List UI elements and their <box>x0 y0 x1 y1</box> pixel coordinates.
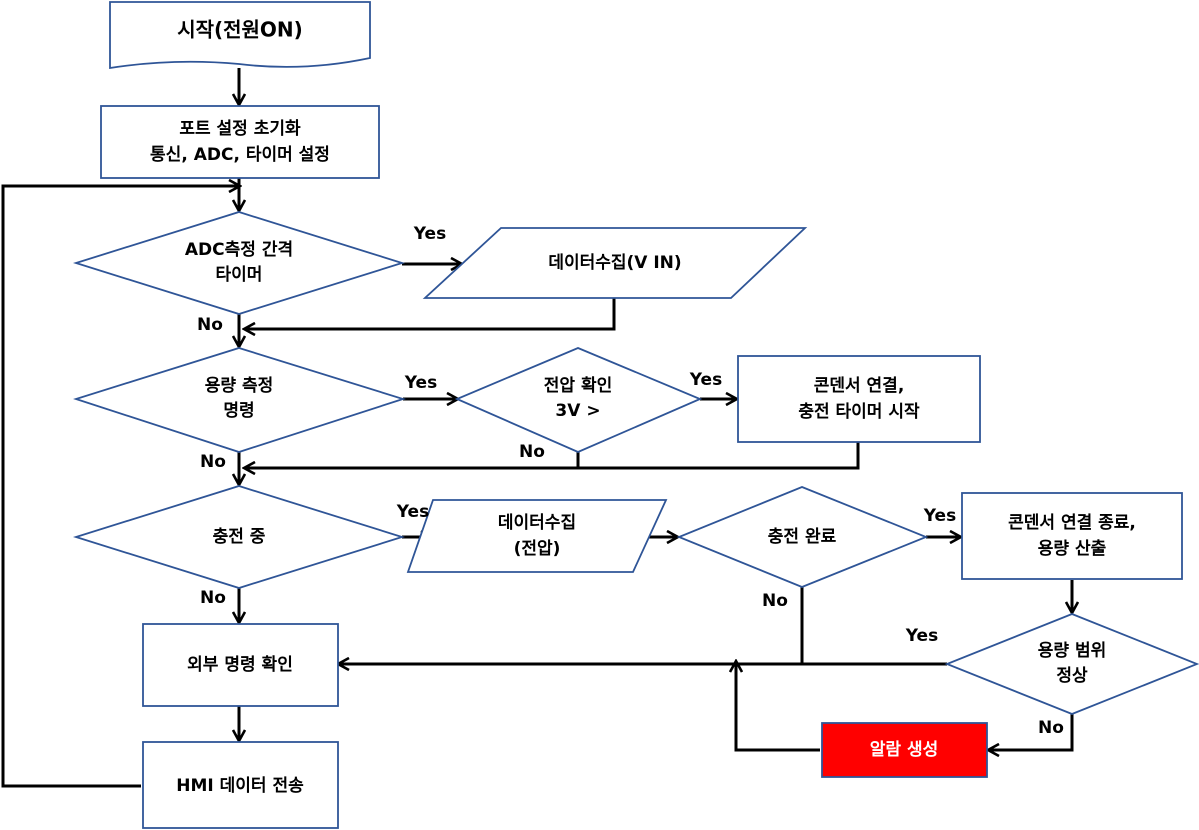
charge-done-decision: 충전 완료 <box>676 486 929 588</box>
external-cmd-process: 외부 명령 확인 <box>142 623 339 707</box>
adc-label-2: 타이머 <box>216 265 263 285</box>
collect-vin-data: 데이터수집(V IN) <box>422 227 808 299</box>
init-label-1: 포트 설정 초기화 <box>179 119 301 139</box>
no-label-range: No <box>1038 718 1064 738</box>
capacity-cmd-label-1: 용량 측정 <box>205 376 273 396</box>
start-node: 시작(전원ON) <box>109 1 371 70</box>
disconnect-label-1: 콘덴서 연결 종료, <box>1008 513 1136 533</box>
adc-decision: ADC측정 간격 타이머 <box>72 211 406 315</box>
yes-label-charge-done: Yes <box>923 506 956 526</box>
start-label: 시작(전원ON) <box>177 18 303 42</box>
connect-label-2: 충전 타이머 시작 <box>798 402 920 422</box>
voltage-check-label-1: 전압 확인 <box>544 375 612 396</box>
disconnect-process: 콘덴서 연결 종료, 용량 산출 <box>961 492 1183 580</box>
hmi-label: HMI 데이터 전송 <box>176 776 304 796</box>
range-decision: 용량 범위 정상 <box>944 613 1199 715</box>
alarm-label: 알람 생성 <box>870 739 938 760</box>
connectors <box>1 68 1074 788</box>
charging-label: 충전 중 <box>213 527 266 547</box>
yes-label-charging: Yes <box>396 502 429 522</box>
no-label-capacity: No <box>200 452 226 472</box>
range-label-1: 용량 범위 <box>1038 641 1106 661</box>
disconnect-label-2: 용량 산출 <box>1038 539 1107 559</box>
adc-label-1: ADC측정 간격 <box>185 240 293 260</box>
collect-voltage-label-1: 데이터수집 <box>498 513 576 533</box>
charge-done-label: 충전 완료 <box>768 527 837 547</box>
yes-label-adc: Yes <box>413 224 446 244</box>
no-label-charging: No <box>200 588 226 608</box>
yes-label-voltage: Yes <box>689 370 722 390</box>
edge-labels: Yes No Yes Yes No No Yes Yes No No Yes N… <box>197 224 1064 738</box>
alarm-process: 알람 생성 <box>821 722 988 778</box>
range-label-2: 정상 <box>1056 666 1088 686</box>
yes-label-capacity: Yes <box>404 373 437 393</box>
hmi-process: HMI 데이터 전송 <box>142 741 339 829</box>
edge-collect-return <box>245 298 616 329</box>
no-label-charge-done: No <box>762 591 788 611</box>
yes-label-range: Yes <box>905 626 938 646</box>
voltage-check-decision: 전압 확인 3V > <box>454 347 703 453</box>
capacity-cmd-label-2: 명령 <box>223 400 254 421</box>
init-process: 포트 설정 초기화 통신, ADC, 타이머 설정 <box>100 105 380 179</box>
no-label-adc: No <box>197 315 223 335</box>
collect-voltage-label-2: (전압) <box>514 538 561 559</box>
edge-loop-back <box>1 186 239 788</box>
voltage-check-label-2: 3V > <box>555 401 600 421</box>
capacity-cmd-decision: 용량 측정 명령 <box>73 347 406 453</box>
no-label-voltage: No <box>519 442 545 462</box>
charging-decision: 충전 중 <box>72 485 406 589</box>
init-label-2: 통신, ADC, 타이머 설정 <box>150 145 330 165</box>
edge-alarm-return <box>736 662 820 752</box>
connect-process: 콘덴서 연결, 충전 타이머 시작 <box>737 355 981 443</box>
collect-voltage-data: 데이터수집 (전압) <box>406 499 668 573</box>
connect-label-1: 콘덴서 연결, <box>814 376 905 396</box>
edge-connect-return <box>245 442 860 468</box>
external-cmd-label: 외부 명령 확인 <box>187 654 293 675</box>
edge-range-no <box>989 714 1074 750</box>
collect-vin-label: 데이터수집(V IN) <box>548 253 681 273</box>
